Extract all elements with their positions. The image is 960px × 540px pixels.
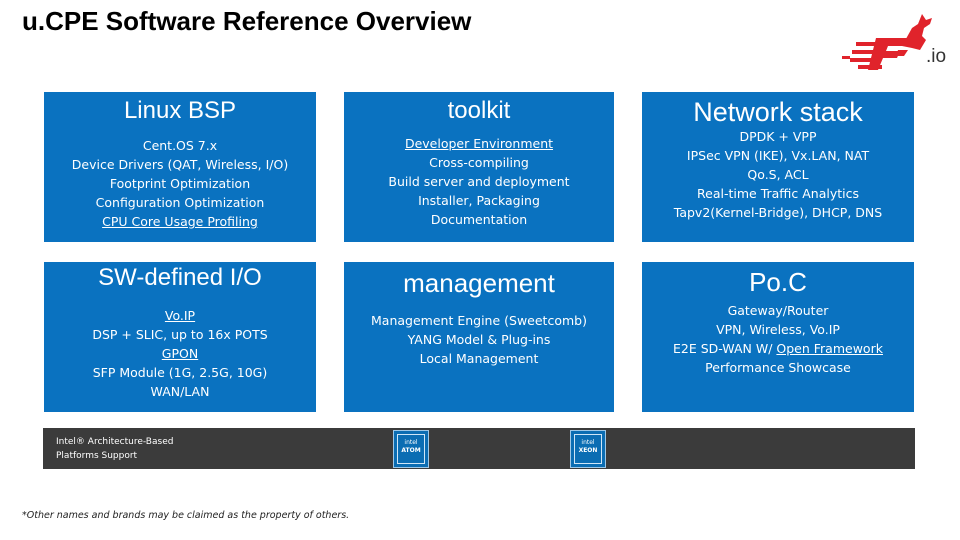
panel-line-text: Cross-compiling bbox=[429, 155, 529, 170]
panel-heading: SW-defined I/O bbox=[98, 264, 262, 291]
panel-line-text: E2E SD-WAN W/ bbox=[673, 341, 777, 356]
panel-heading: Network stack bbox=[693, 97, 863, 127]
panel-line: E2E SD-WAN W/ Open Framework bbox=[646, 339, 910, 358]
panel-line: Configuration Optimization bbox=[48, 193, 312, 212]
panel-line: Real-time Traffic Analytics bbox=[646, 184, 910, 203]
badge-brand: intel bbox=[404, 439, 418, 446]
panel-line-text: Vo.IP bbox=[164, 308, 196, 323]
panel-line-text: VPN, Wireless, Vo.IP bbox=[716, 322, 840, 337]
panel-line-text: Footprint Optimization bbox=[109, 176, 251, 191]
panel-line: Tapv2(Kernel-Bridge), DHCP, DNS bbox=[646, 203, 910, 222]
panel-line-text: Cent.OS 7.x bbox=[142, 138, 218, 153]
panel-body: Vo.IP DSP + SLIC, up to 16x POTS GPON SFP M… bbox=[48, 306, 312, 401]
panel-line: Documentation bbox=[348, 210, 610, 229]
panel-line: Developer Environment bbox=[348, 134, 610, 153]
open-framework-link[interactable]: Open Framework bbox=[776, 341, 883, 356]
panel-line: DPDK + VPP bbox=[646, 127, 910, 146]
panel-line: Qo.S, ACL bbox=[646, 165, 910, 184]
panel-line-text: Configuration Optimization bbox=[95, 195, 265, 210]
panel-line: Device Drivers (QAT, Wireless, I/O) bbox=[48, 155, 312, 174]
panel-line-text: DPDK + VPP bbox=[739, 129, 817, 144]
panel-line: Local Management bbox=[348, 349, 610, 368]
panel-line-text: Performance Showcase bbox=[705, 360, 851, 375]
panel-line: Cent.OS 7.x bbox=[48, 136, 312, 155]
intel-xeon-badge-icon: intel XEON bbox=[570, 430, 606, 468]
panel-line-text: DSP + SLIC, up to 16x POTS bbox=[92, 327, 268, 342]
footnote: *Other names and brands may be claimed a… bbox=[22, 510, 350, 521]
panel-line: DSP + SLIC, up to 16x POTS bbox=[48, 325, 312, 344]
badge-product: ATOM bbox=[401, 447, 421, 454]
panel-line-text: Developer Environment bbox=[404, 136, 554, 151]
panel-line-text: Management Engine (Sweetcomb) bbox=[371, 313, 587, 328]
panel-line: GPON bbox=[48, 344, 312, 363]
panel-line: CPU Core Usage Profiling bbox=[48, 212, 312, 231]
panel-line-text: Documentation bbox=[430, 212, 528, 227]
panel-line: Footprint Optimization bbox=[48, 174, 312, 193]
panel-line-text: Device Drivers (QAT, Wireless, I/O) bbox=[71, 157, 289, 172]
panel-line: Vo.IP bbox=[48, 306, 312, 325]
intel-atom-badge-icon: intel ATOM bbox=[393, 430, 429, 468]
panel-line: Installer, Packaging bbox=[348, 191, 610, 210]
panel-line-text: Tapv2(Kernel-Bridge), DHCP, DNS bbox=[673, 205, 883, 220]
panel-line: Cross-compiling bbox=[348, 153, 610, 172]
intel-line-2: Platforms Support bbox=[56, 451, 138, 461]
panel-line-text: Installer, Packaging bbox=[418, 193, 540, 208]
panel-line-text: GPON bbox=[161, 346, 199, 361]
panel-management: management Management Engine (Sweetcomb)… bbox=[344, 262, 614, 412]
intel-platforms-bar: Intel® Architecture-Based Platforms Supp… bbox=[43, 428, 915, 469]
intel-platforms-text: Intel® Architecture-Based Platforms Supp… bbox=[56, 435, 173, 463]
panel-line-text: WAN/LAN bbox=[150, 384, 210, 399]
badge-product: XEON bbox=[578, 447, 598, 454]
panel-line: IPSec VPN (IKE), Vx.LAN, NAT bbox=[646, 146, 910, 165]
panel-line-text: Qo.S, ACL bbox=[747, 167, 809, 182]
panel-line: Management Engine (Sweetcomb) bbox=[348, 311, 610, 330]
panel-line: VPN, Wireless, Vo.IP bbox=[646, 320, 910, 339]
badge-brand: intel bbox=[581, 439, 595, 446]
panel-line-text: Build server and deployment bbox=[388, 174, 570, 189]
panel-line-text: Local Management bbox=[419, 351, 539, 366]
panel-line: Build server and deployment bbox=[348, 172, 610, 191]
panel-line: WAN/LAN bbox=[48, 382, 312, 401]
panel-sw-defined-io: SW-defined I/O Vo.IP DSP + SLIC, up to 16… bbox=[44, 262, 316, 412]
panel-line-text: YANG Model & Plug-ins bbox=[407, 332, 551, 347]
panel-line: Gateway/Router bbox=[646, 301, 910, 320]
panel-heading: toolkit bbox=[447, 97, 511, 124]
panel-body: DPDK + VPP IPSec VPN (IKE), Vx.LAN, NAT Qo… bbox=[646, 127, 910, 222]
panel-line-text: Real-time Traffic Analytics bbox=[697, 186, 859, 201]
panel-line: Performance Showcase bbox=[646, 358, 910, 377]
panel-heading: Po.C bbox=[749, 267, 807, 297]
page-title: u.CPE Software Reference Overview bbox=[22, 6, 472, 36]
panel-line: SFP Module (1G, 2.5G, 10G) bbox=[48, 363, 312, 382]
panel-line-text: SFP Module (1G, 2.5G, 10G) bbox=[92, 365, 268, 380]
panel-line-text: Gateway/Router bbox=[727, 303, 829, 318]
fdio-logo-icon bbox=[842, 14, 932, 70]
panel-line-text: IPSec VPN (IKE), Vx.LAN, NAT bbox=[686, 148, 870, 163]
logo-suffix: .io bbox=[926, 46, 947, 67]
panel-heading: management bbox=[403, 268, 555, 298]
panel-body: Management Engine (Sweetcomb) YANG Model … bbox=[348, 311, 610, 368]
panel-line: YANG Model & Plug-ins bbox=[348, 330, 610, 349]
intel-line-1: Intel® Architecture-Based bbox=[56, 437, 174, 447]
panel-heading: Linux BSP bbox=[123, 97, 237, 124]
panel-network-stack: Network stack DPDK + VPP IPSec VPN (IKE),… bbox=[642, 92, 914, 242]
panel-line-text: CPU Core Usage Profiling bbox=[102, 214, 258, 229]
